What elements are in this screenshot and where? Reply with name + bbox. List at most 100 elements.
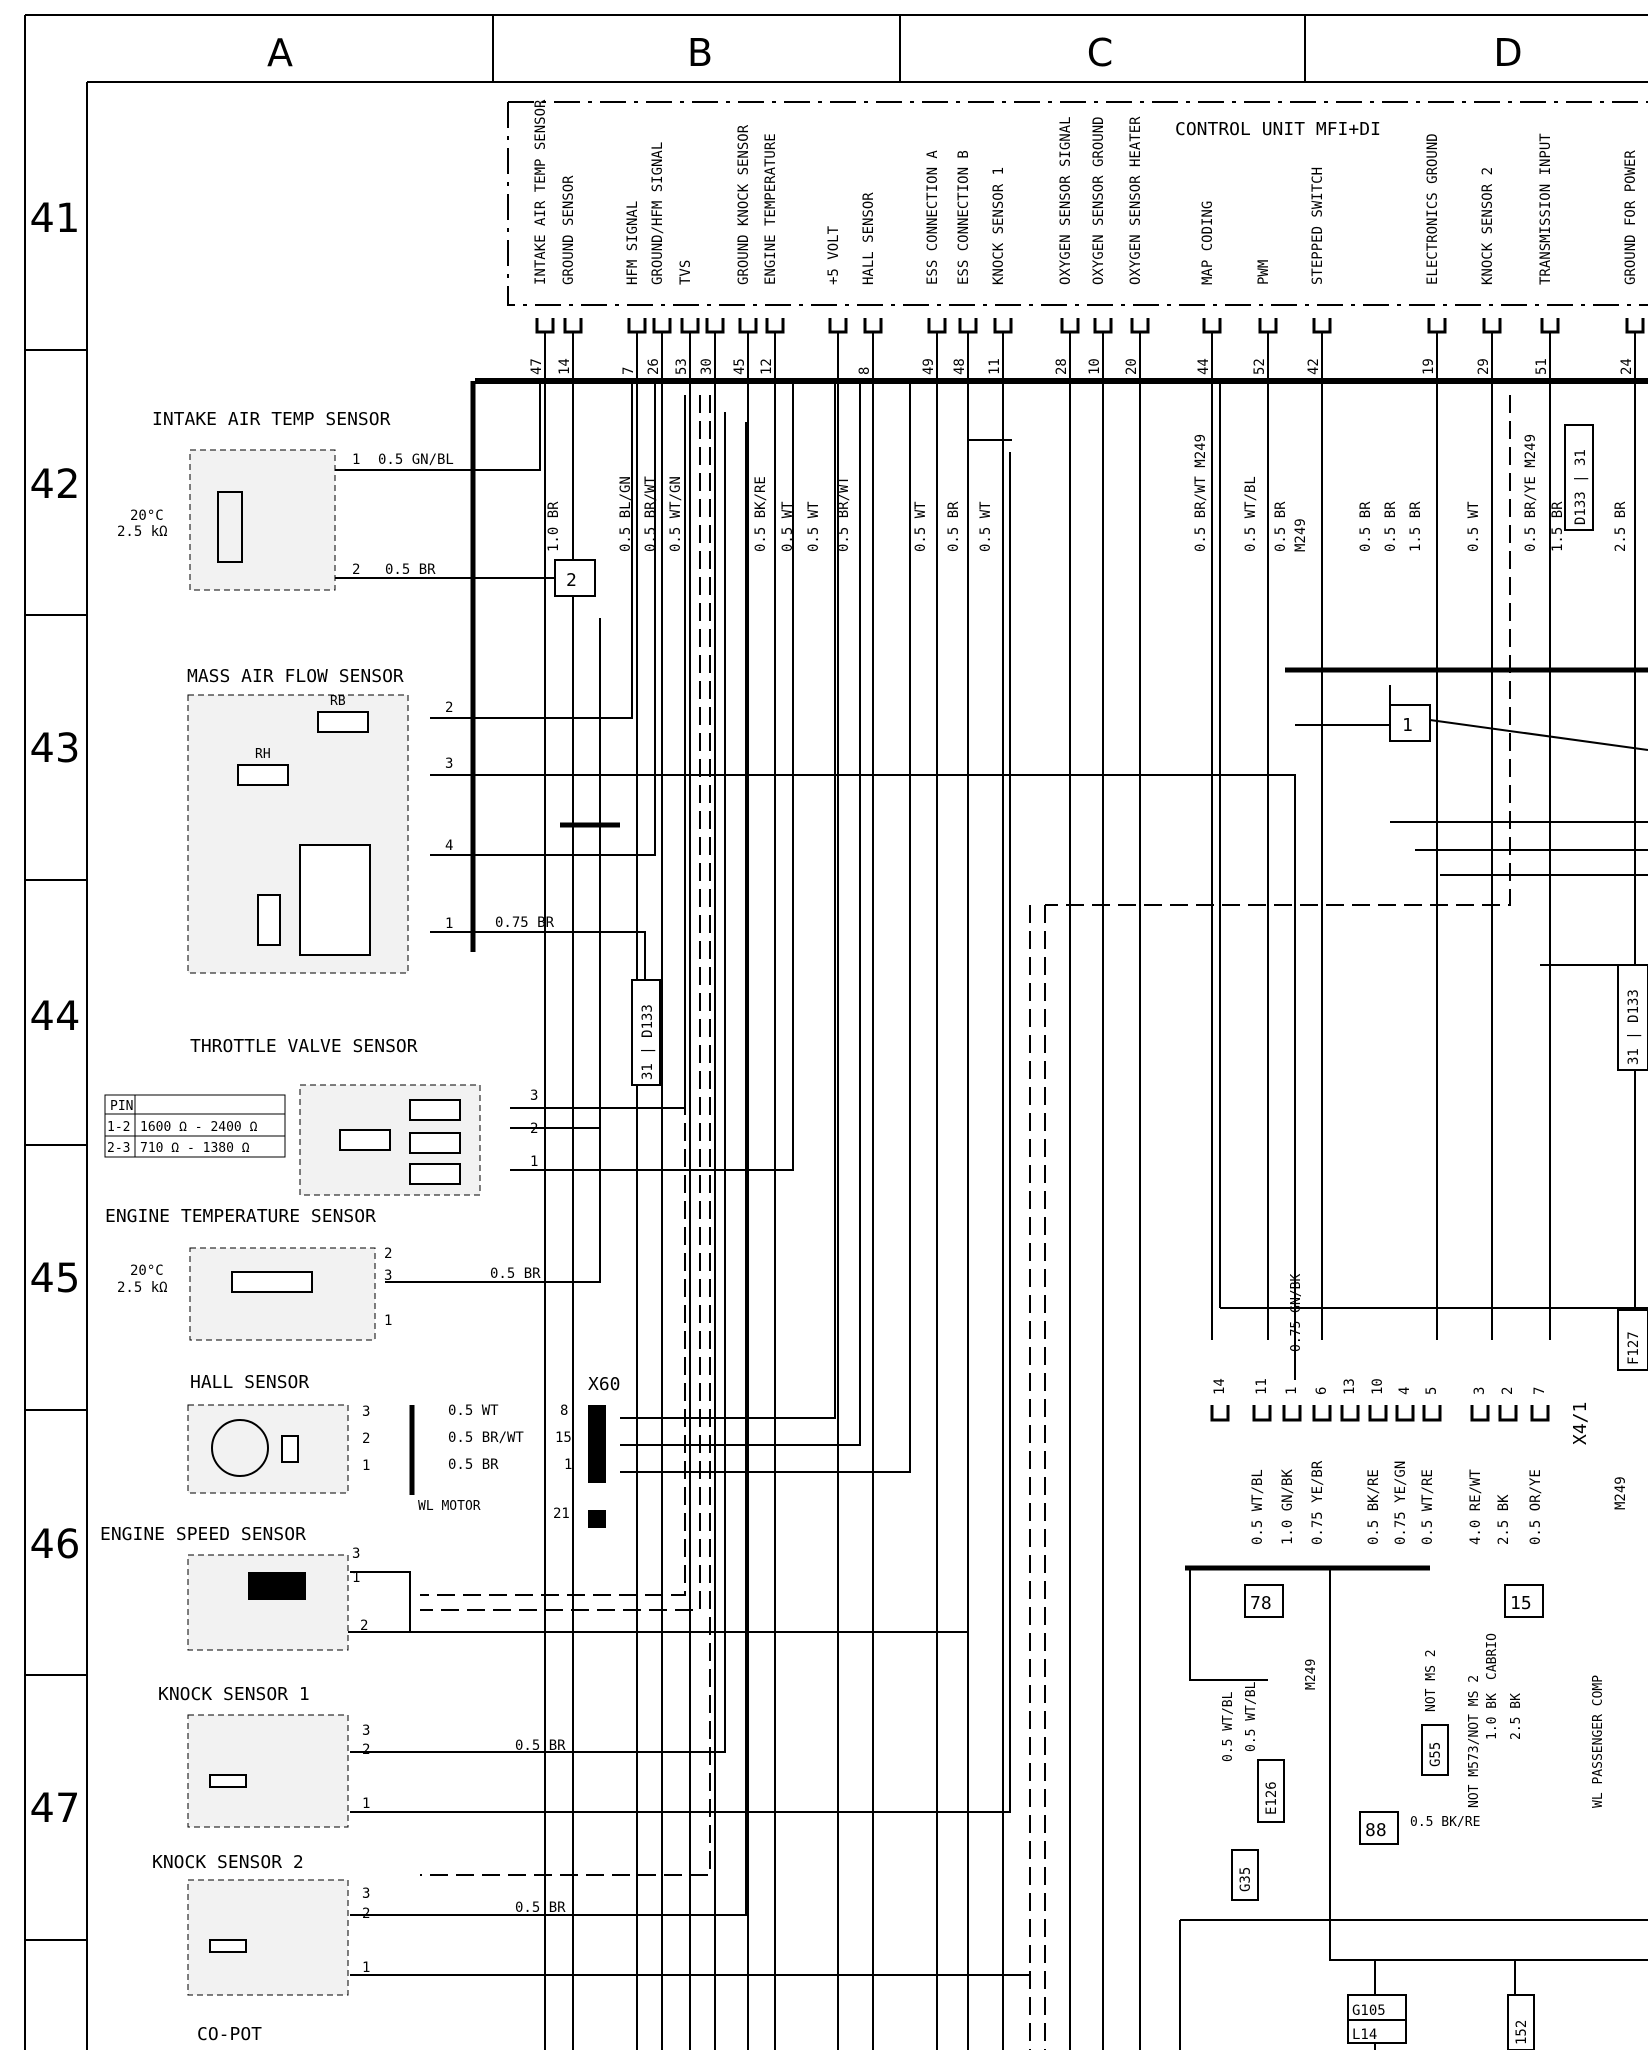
bus-wire-label: 0.5 BR	[946, 501, 962, 552]
bus-wire-label: 0.5 WT/GN	[668, 476, 684, 552]
x41-pin-connector	[1368, 1405, 1388, 1422]
cu-pin-connector	[680, 318, 700, 334]
d133-right-label: D133 | 31	[1573, 449, 1589, 525]
bk-re-label: 0.5 BK/RE	[1410, 1815, 1480, 1830]
f127-box: F127	[1617, 1309, 1648, 1371]
knock-sensor-1: KNOCK SENSOR 1 3 2 1 0.5 BR	[158, 1684, 566, 1828]
vertical-wires	[544, 332, 1636, 2050]
col-header-d: D	[1493, 31, 1522, 75]
knock-2-title: KNOCK SENSOR 2	[152, 1852, 304, 1873]
cu-pin-number: 26	[646, 358, 662, 375]
x41-pin-number: 4	[1397, 1387, 1413, 1395]
intake-wire-1: 0.5 GN/BL	[378, 452, 454, 468]
hall-pin-1: 1	[362, 1458, 370, 1474]
x41-wire-label: 0.5 OR/YE	[1528, 1469, 1544, 1545]
intake-sensor-title: INTAKE AIR TEMP SENSOR	[152, 409, 391, 430]
bus-wire-label: 1.5 BR	[1408, 501, 1424, 552]
m249-label: M249	[1613, 1476, 1629, 1510]
d133-box-edge: 31 | D133	[1617, 964, 1648, 1071]
cu-pin-connector	[1312, 318, 1332, 334]
shield-routes	[420, 395, 1511, 2050]
cu-pin-number: 14	[557, 358, 573, 375]
x60-pin-21: 21	[553, 1506, 570, 1522]
bus-wire-label: 0.5 BK/RE	[753, 476, 769, 552]
x41-pin-connector	[1252, 1405, 1272, 1422]
engine-temp-pin-1: 1	[384, 1313, 392, 1329]
x41-pin-connector	[1470, 1405, 1490, 1422]
x41-wire-label: 0.75 YE/BR	[1310, 1460, 1326, 1545]
cu-pin-number: 11	[987, 358, 1003, 375]
g105-label: G105	[1352, 2003, 1386, 2019]
row-header-44: 44	[30, 994, 81, 1040]
hall-wire-2: 0.5 BR/WT	[448, 1430, 524, 1446]
not-ms2-label: NOT MS 2	[1424, 1649, 1439, 1712]
throttle-pin-3: 3	[530, 1088, 538, 1104]
cu-pin-number: 42	[1306, 358, 1322, 375]
cu-pin-label: ELECTRONICS GROUND	[1425, 133, 1441, 285]
node-88-label: 88	[1365, 1820, 1387, 1841]
bus-wire-label: 0.5 BR/YE M249	[1523, 434, 1539, 552]
bus-wire-label: 0.5 BR	[1358, 501, 1374, 552]
x41-pin-number: 6	[1314, 1387, 1330, 1395]
x41-wire-label: 0.75 YE/GN	[1393, 1461, 1409, 1545]
cu-pin-label: TRANSMISSION INPUT	[1538, 133, 1554, 285]
bus-wire-label: 0.5 BL/GN	[618, 476, 634, 552]
cu-pin-number: 49	[921, 358, 937, 375]
bus-wire-label: 0.5 WT	[978, 501, 994, 552]
cu-pin-connector	[738, 318, 758, 334]
maf-pin-4: 4	[445, 838, 453, 854]
cu-pin-number: 30	[699, 358, 715, 375]
m249-lower-label: M249	[1304, 1659, 1319, 1690]
wt-bl-label-b: 0.5 WT/BL	[1244, 1681, 1259, 1752]
x41-pin-number: 7	[1532, 1387, 1548, 1395]
cu-pin-label: GROUND/HFM SIGNAL	[650, 142, 666, 285]
row-headers: 41 42 43 44 45 46 47	[30, 196, 81, 1832]
cu-pin-number: 8	[857, 367, 873, 375]
cu-pin-connector	[1427, 318, 1447, 334]
sensor-wiring	[335, 381, 1296, 1976]
x41-pin-connector	[1422, 1405, 1442, 1422]
x41-wire-label: 0.5 WT/RE	[1420, 1469, 1436, 1545]
cu-pin-label: ENGINE TEMPERATURE	[763, 133, 779, 285]
cu-pin-label: HFM SIGNAL	[625, 201, 641, 285]
x41-pin-number: 10	[1370, 1378, 1386, 1395]
maf-sensor-title: MASS AIR FLOW SENSOR	[187, 666, 404, 687]
x41-pin-connector	[1395, 1405, 1415, 1422]
grid-frame	[24, 14, 1648, 2050]
cu-pin-number: 44	[1196, 358, 1212, 375]
engine-speed-title: ENGINE SPEED SENSOR	[100, 1524, 306, 1545]
intake-air-temp-sensor: INTAKE AIR TEMP SENSOR 20°C 2.5 kΩ 1 2 0…	[117, 409, 454, 591]
x41-wire-label: 0.5 WT/BL	[1250, 1469, 1266, 1545]
cu-pin-connector	[863, 318, 883, 334]
cu-pin-number: 48	[952, 358, 968, 375]
cu-pin-label: MAP CODING	[1200, 201, 1216, 285]
cu-pin-number: 52	[1252, 358, 1268, 375]
maf-wire-1: 0.75 BR	[495, 915, 555, 931]
cu-pin-label: OXYGEN SENSOR SIGNAL	[1058, 116, 1074, 285]
x60-pin-15: 15	[555, 1430, 572, 1446]
lower-right-components: 78 15 88 E126 G35 G55 G105 L14 152 0.75 …	[1221, 1274, 1606, 2050]
engine-temp-wire: 0.5 BR	[490, 1266, 541, 1282]
cu-pin-label: ESS CONNECTION B	[956, 150, 972, 285]
cu-pin-number: 24	[1619, 358, 1635, 375]
node-78-label: 78	[1250, 1593, 1272, 1614]
cabrio-label: CABRIO	[1485, 1633, 1500, 1680]
x41-pin-number: 14	[1212, 1378, 1228, 1395]
cu-pin-label: ESS CONNECTION A	[925, 150, 941, 285]
x41-pin-number: 13	[1342, 1378, 1358, 1395]
x41-pin-number: 3	[1472, 1387, 1488, 1395]
maf-pin-2: 2	[445, 700, 453, 716]
e126-label: E126	[1264, 1781, 1280, 1815]
engine-temp-spec-res: 2.5 kΩ	[117, 1280, 168, 1296]
engine-temp-title: ENGINE TEMPERATURE SENSOR	[105, 1206, 376, 1227]
row-header-43: 43	[30, 726, 81, 772]
cu-pin-connector	[627, 318, 647, 334]
cu-pin-connector	[705, 318, 725, 334]
bus-wire-label: M249	[1293, 518, 1309, 552]
cu-pin-number: 10	[1087, 358, 1103, 375]
cu-pin-number: 53	[674, 358, 690, 375]
cu-pin-label: GROUND KNOCK SENSOR	[736, 124, 752, 285]
row-header-41: 41	[30, 196, 81, 242]
pin-table-header: PIN	[110, 1099, 133, 1114]
x41-label: X4/1	[1570, 1402, 1591, 1445]
